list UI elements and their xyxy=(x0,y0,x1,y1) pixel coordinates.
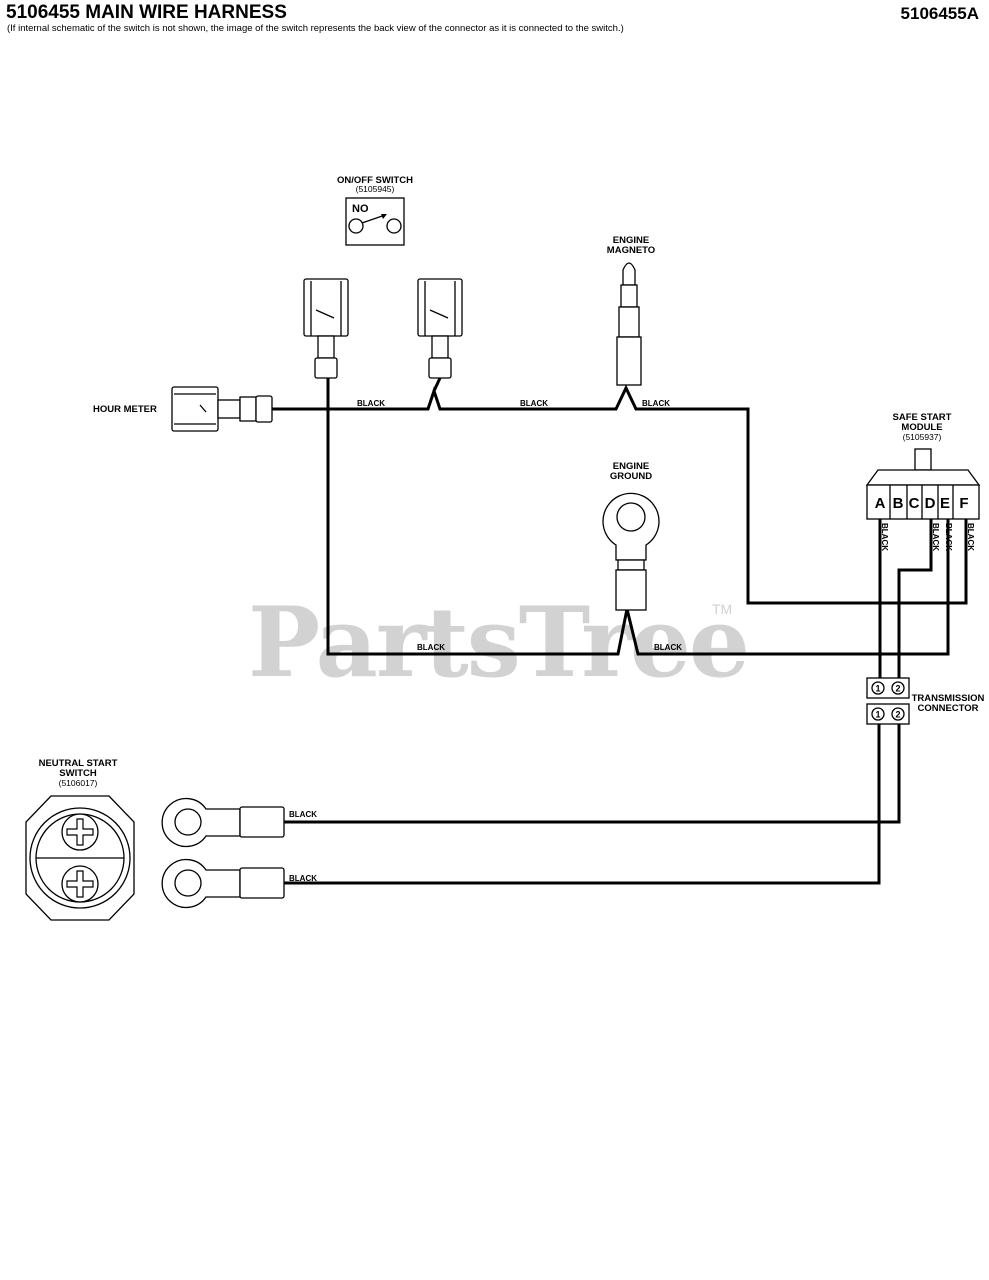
safe-start-part-number: (5105937) xyxy=(903,432,942,442)
on-off-switch-part-number: (5105945) xyxy=(356,184,395,194)
watermark-trademark: TM xyxy=(712,601,732,617)
wire-label: BLACK xyxy=(357,399,385,408)
wire-engine-ground-to-module xyxy=(646,519,950,656)
module-pin-a: A xyxy=(875,495,886,512)
wire-label: BLACK xyxy=(642,399,670,408)
switch-contact-icon xyxy=(386,218,402,234)
wire-labels: BLACK BLACK BLACK BLACK BLACK BLACK BLAC… xyxy=(289,399,975,883)
phillips-cross-icon xyxy=(66,818,94,846)
phillips-cross-icon xyxy=(66,870,94,898)
wire-module-d-to-trans-2 xyxy=(897,519,933,678)
wire-label: BLACK xyxy=(880,523,889,551)
wire-label: BLACK xyxy=(654,643,682,652)
wire-label: BLACK xyxy=(520,399,548,408)
wire-label: BLACK xyxy=(417,643,445,652)
wire-label: BLACK xyxy=(966,523,975,551)
wires xyxy=(272,378,968,885)
watermark: PartsTree TM xyxy=(248,586,750,699)
spade-connector-left xyxy=(303,278,349,379)
wire-magneto-to-module xyxy=(640,407,968,605)
page-title: 5106455 MAIN WIRE HARNESS xyxy=(6,2,287,23)
page-note: (If internal schematic of the switch is … xyxy=(7,23,624,34)
neutral-switch-label-2: SWITCH xyxy=(59,768,97,779)
hour-meter: HOUR METER xyxy=(93,386,273,432)
ring-terminal-hole xyxy=(616,502,646,532)
module-pin-e: E xyxy=(940,495,950,512)
trans-terminal-1: 1 xyxy=(875,684,880,694)
module-pin-d: D xyxy=(925,495,936,512)
neutral-ring-terminal-upper xyxy=(161,797,285,848)
magneto-pin-tip-icon xyxy=(622,262,636,286)
wire-label: BLACK xyxy=(289,810,317,819)
trans-terminal-2: 2 xyxy=(895,710,900,720)
engine-magneto-label-2: MAGNETO xyxy=(607,245,655,256)
document-id: 5106455A xyxy=(900,4,979,23)
switch-arrow-icon xyxy=(381,214,387,219)
neutral-switch-part-number: (5106017) xyxy=(59,778,98,788)
neutral-ring-terminal-lower xyxy=(161,858,285,909)
engine-ground-label-1: ENGINE xyxy=(613,461,649,472)
wire-label: BLACK xyxy=(944,523,953,551)
wire-neutral-upper xyxy=(284,724,901,824)
wire-neutral-lower xyxy=(284,724,881,885)
hour-meter-label: HOUR METER xyxy=(93,404,157,415)
safe-start-label-1: SAFE START xyxy=(893,412,952,423)
trans-connector-label-2: CONNECTOR xyxy=(917,703,978,714)
wire-right-spade-lead xyxy=(432,377,442,392)
trans-connector-label-1: TRANSMISSION xyxy=(912,693,985,704)
module-pin-f: F xyxy=(959,495,968,512)
wire-label: BLACK xyxy=(289,874,317,883)
on-off-switch-label: ON/OFF SWITCH xyxy=(337,175,413,186)
trans-terminal-1: 1 xyxy=(875,710,880,720)
module-pin-c: C xyxy=(909,495,920,512)
on-off-switch: ON/OFF SWITCH (5105945) NO xyxy=(337,175,413,246)
trans-terminal-2: 2 xyxy=(895,684,900,694)
safe-start-module: SAFE START MODULE (5105937) A B C D E F xyxy=(865,412,981,520)
module-latch xyxy=(914,448,932,471)
wire-label: BLACK xyxy=(931,523,940,551)
module-pin-b: B xyxy=(893,495,904,512)
engine-ground: ENGINE GROUND xyxy=(602,461,660,612)
watermark-text: PartsTree xyxy=(248,586,748,699)
engine-ground-label-2: GROUND xyxy=(610,471,652,482)
transmission-connector: 1 2 1 2 TRANSMISSION CONNECTOR xyxy=(866,677,985,725)
neutral-switch-label-1: NEUTRAL START xyxy=(39,758,118,769)
module-body xyxy=(866,484,980,520)
wire-switch-to-engine-ground xyxy=(326,378,646,656)
neutral-start-switch: NEUTRAL START SWITCH (5106017) xyxy=(25,758,135,921)
switch-lever-icon xyxy=(361,214,386,224)
engine-magneto-label-1: ENGINE xyxy=(613,235,649,246)
module-top xyxy=(865,469,981,486)
switch-contact-icon xyxy=(348,218,364,234)
spade-connector-right xyxy=(417,278,463,379)
safe-start-label-2: MODULE xyxy=(901,422,942,433)
engine-magneto: ENGINE MAGNETO xyxy=(607,235,655,386)
switch-state-label: NO xyxy=(352,203,369,215)
wire-switch-to-magneto xyxy=(448,384,640,411)
